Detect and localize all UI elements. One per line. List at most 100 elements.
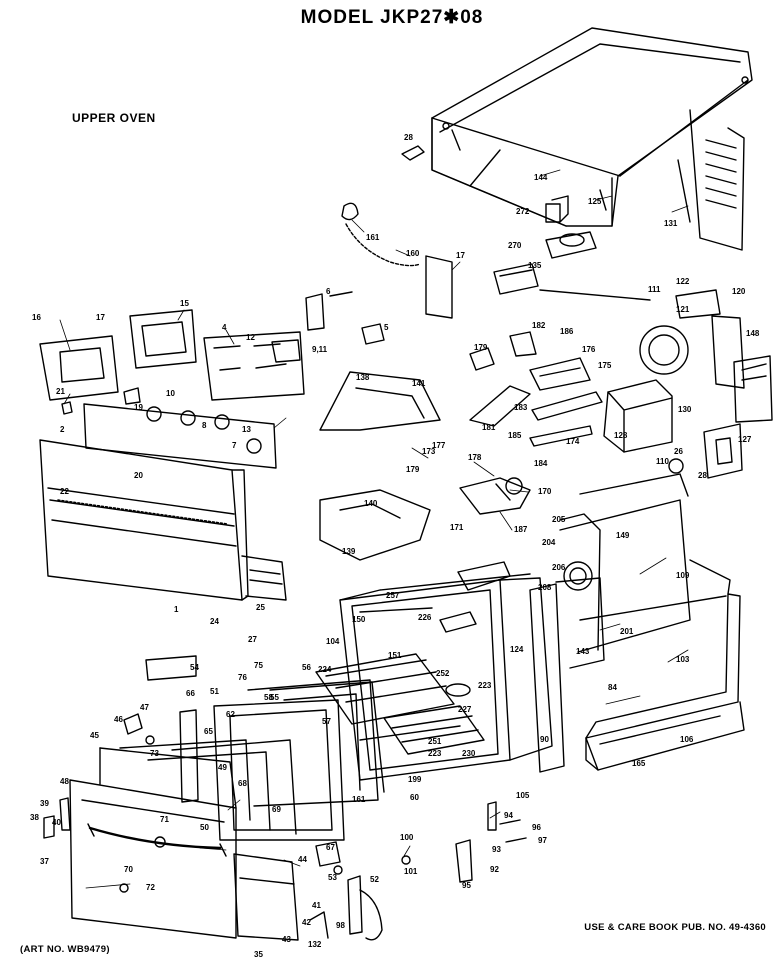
part-number-label: 46: [114, 715, 123, 724]
control-panel-parts: [39, 291, 441, 561]
part-number-label: 132: [308, 940, 322, 949]
part-number-label: 106: [680, 735, 694, 744]
part-number-label: 26: [674, 447, 683, 456]
part-number-label: 122: [676, 277, 690, 286]
use-care-book-note: USE & CARE BOOK PUB. NO. 49-4360: [584, 922, 766, 933]
part-number-label: 25: [256, 603, 265, 612]
part-number-label: 96: [532, 823, 541, 832]
part-number-label: 176: [582, 345, 596, 354]
oven-cavity-liner: [339, 473, 691, 781]
part-number-label: 144: [534, 173, 548, 182]
part-number-label: 16: [32, 313, 41, 322]
part-number-label: 47: [140, 703, 149, 712]
part-number-label: 224: [318, 665, 332, 674]
part-number-label: 230: [462, 749, 476, 758]
part-number-label: 161: [352, 795, 366, 804]
part-number-label: 71: [160, 815, 169, 824]
part-number-label: 272: [516, 207, 530, 216]
part-number-label: 151: [388, 651, 402, 660]
part-number-label: 66: [186, 689, 195, 698]
part-number-label: 201: [620, 627, 634, 636]
part-number-label: 42: [302, 918, 311, 927]
part-number-label: 92: [490, 865, 499, 874]
part-number-label: 178: [468, 453, 482, 462]
part-number-label: 226: [418, 613, 432, 622]
part-number-label: 22: [60, 487, 69, 496]
part-number-label: 183: [514, 403, 528, 412]
part-number-label: 139: [342, 547, 356, 556]
part-number-label: 21: [56, 387, 65, 396]
part-number-label: 53: [328, 873, 337, 882]
part-number-label: 186: [560, 327, 574, 336]
part-number-label: 184: [534, 459, 548, 468]
part-number-label: 187: [514, 525, 528, 534]
part-number-label: 143: [576, 647, 590, 656]
part-number-label: 109: [676, 571, 690, 580]
part-number-label: 43: [282, 935, 291, 944]
part-number-label: 2: [60, 425, 65, 434]
part-number-label: 56: [302, 663, 311, 672]
part-number-label: 125: [588, 197, 602, 206]
part-number-label: 161: [366, 233, 380, 242]
part-number-label: 90: [540, 735, 549, 744]
cabinet-top-shell: [431, 27, 753, 251]
part-number-label: 10: [166, 389, 175, 398]
part-number-label: 6: [326, 287, 331, 296]
part-number-label: 170: [538, 487, 552, 496]
part-number-label: 13: [242, 425, 251, 434]
hinge-parts: [309, 801, 527, 941]
part-number-label: 131: [664, 219, 678, 228]
part-number-label: 70: [124, 865, 133, 874]
part-number-label: 20: [134, 471, 143, 480]
thermostat-and-lock-parts: [459, 331, 743, 515]
part-number-label: 62: [226, 710, 235, 719]
part-number-label: 257: [386, 591, 400, 600]
part-number-label: 101: [404, 867, 418, 876]
part-number-label: 110: [656, 457, 669, 466]
part-number-label: 5: [384, 323, 389, 332]
part-number-label: 75: [254, 661, 263, 670]
part-number-label: 65: [204, 727, 213, 736]
part-number-label: 252: [436, 669, 450, 678]
part-number-label: 54: [190, 663, 199, 672]
part-number-label: 93: [492, 845, 501, 854]
part-number-label: 55: [270, 693, 279, 702]
part-number-label: 227: [458, 705, 472, 714]
part-number-label: 19: [134, 403, 143, 412]
part-number-label: 37: [40, 857, 49, 866]
part-number-label: 175: [598, 361, 612, 370]
part-number-label: 150: [352, 615, 366, 624]
part-number-label: 179: [474, 343, 488, 352]
oven-bottom-frame: [579, 559, 745, 771]
part-number-label: 24: [210, 617, 219, 626]
oven-door-assembly: [43, 655, 385, 941]
part-number-label: 206: [552, 563, 566, 572]
part-number-label: 251: [428, 737, 442, 746]
part-number-label: 173: [422, 447, 436, 456]
part-number-label: 120: [732, 287, 746, 296]
part-number-label: 185: [508, 431, 522, 440]
part-number-label: 28: [698, 471, 707, 480]
part-number-label: 41: [312, 901, 321, 910]
part-number-label: 179: [406, 465, 420, 474]
part-number-label: 223: [478, 681, 492, 690]
part-number-label: 94: [504, 811, 513, 820]
part-number-label: 105: [516, 791, 530, 800]
part-number-label: 205: [552, 515, 566, 524]
part-number-label: 17: [456, 251, 465, 260]
part-number-label: 204: [542, 538, 556, 547]
model-title: MODEL JKP27✱08: [300, 7, 484, 28]
part-number-label: 68: [238, 779, 247, 788]
part-number-label: 140: [364, 499, 378, 508]
part-number-label: 130: [678, 405, 692, 414]
part-number-label: 103: [676, 655, 690, 664]
art-number: (ART NO. WB9479): [20, 944, 110, 955]
part-number-label: 98: [336, 921, 345, 930]
oven-racks: [315, 653, 485, 755]
part-number-label: 50: [200, 823, 209, 832]
part-number-label: 84: [608, 683, 617, 692]
part-number-label: 182: [532, 321, 546, 330]
part-number-label: 28: [404, 133, 413, 142]
part-number-label: 121: [676, 305, 690, 314]
part-number-label: 72: [146, 883, 155, 892]
